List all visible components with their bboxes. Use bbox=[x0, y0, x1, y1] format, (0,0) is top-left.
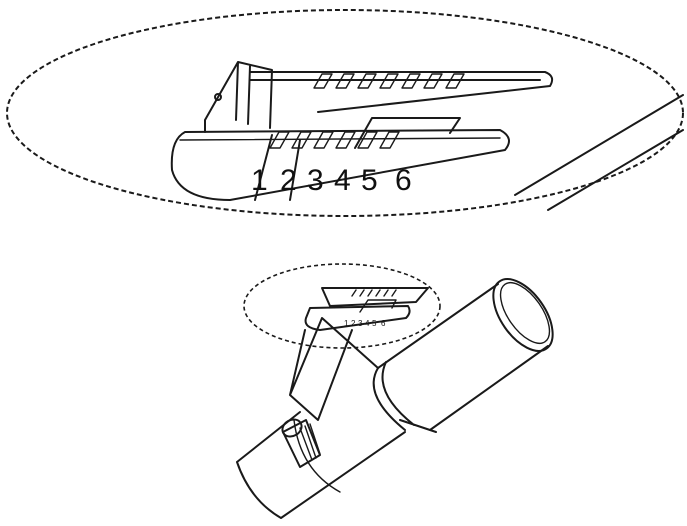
overview-selector-pin bbox=[359, 299, 397, 313]
overview-scale-number: 4 bbox=[365, 319, 370, 328]
overview-scale-number: 3 bbox=[358, 319, 363, 328]
upper-slot-plate bbox=[249, 71, 554, 113]
selector-pin bbox=[354, 117, 461, 149]
overview-scale-number: 6 bbox=[381, 319, 386, 328]
upper-slot-ridges bbox=[313, 73, 465, 89]
detail-scale-number: 3 bbox=[307, 164, 324, 197]
detail-scale-number: 2 bbox=[280, 164, 297, 197]
knob-grip bbox=[299, 423, 321, 461]
tube-end-opening bbox=[492, 278, 554, 352]
overview-assembly: 1 2 3 4 5 6 bbox=[236, 263, 554, 519]
overview-scale-number: 5 bbox=[372, 319, 377, 328]
scale-plate bbox=[170, 129, 510, 201]
overview-scale-numbers: 1 2 3 4 5 6 bbox=[344, 319, 386, 328]
knob-cap bbox=[281, 418, 303, 438]
adjustment-knob bbox=[282, 419, 321, 468]
detail-scale-number: 5 bbox=[361, 164, 378, 197]
overview-scale-plate bbox=[304, 305, 411, 331]
main-tube bbox=[377, 283, 549, 431]
overview-upper-plate bbox=[321, 287, 429, 307]
detail-scale-numbers: 1 2 3 4 5 6 bbox=[251, 164, 412, 197]
detail-callout-ellipse bbox=[6, 9, 684, 217]
scale-plate-inner-edge bbox=[179, 137, 501, 141]
overview-upper-ridges bbox=[351, 289, 397, 297]
detail-scale-number: 6 bbox=[395, 164, 412, 197]
overview-scale-number: 1 bbox=[344, 319, 349, 328]
collar-ring bbox=[372, 361, 437, 433]
lower-tube bbox=[236, 411, 406, 519]
support-post bbox=[204, 61, 301, 201]
detail-scale-number: 1 bbox=[251, 164, 268, 197]
overview-support-post bbox=[289, 317, 379, 421]
post-knob bbox=[214, 93, 222, 101]
detail-callout: 1 2 3 4 5 6 bbox=[6, 9, 684, 217]
tube-end-inner bbox=[499, 282, 551, 344]
overview-callout-ellipse bbox=[243, 263, 441, 349]
overview-scale-number: 2 bbox=[351, 319, 356, 328]
tube-edge-lines bbox=[514, 94, 684, 211]
detail-scale-number: 4 bbox=[334, 164, 351, 197]
scale-plate-ridges bbox=[269, 131, 400, 149]
